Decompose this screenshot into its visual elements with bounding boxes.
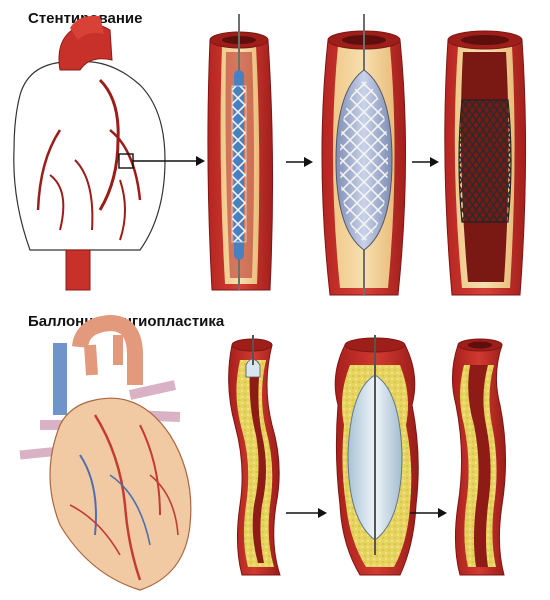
arrow-icon — [133, 156, 205, 166]
vessel-restored-lumen — [452, 338, 507, 576]
arrow-icon — [412, 157, 439, 167]
stent-mesh-icon — [231, 85, 247, 243]
angioplasty-panel: Баллонная ангиопластика — [0, 305, 550, 600]
vessel-plaque-narrowing — [228, 335, 281, 576]
heart-icon — [13, 15, 166, 291]
angioplasty-diagram — [19, 314, 507, 591]
stenting-panel: Стентирование — [13, 10, 527, 296]
vessel-balloon-expansion — [321, 14, 407, 296]
arrow-icon — [286, 508, 327, 518]
vessel-balloon-inflated — [334, 335, 419, 576]
stenting-diagram — [13, 14, 527, 296]
stent-mesh-icon — [458, 99, 512, 223]
arrow-icon — [410, 508, 447, 518]
vessel-stent-deployed — [444, 30, 527, 296]
vessel-stent-insertion — [207, 14, 274, 291]
arrow-icon — [286, 157, 313, 167]
heart-icon — [19, 314, 192, 591]
